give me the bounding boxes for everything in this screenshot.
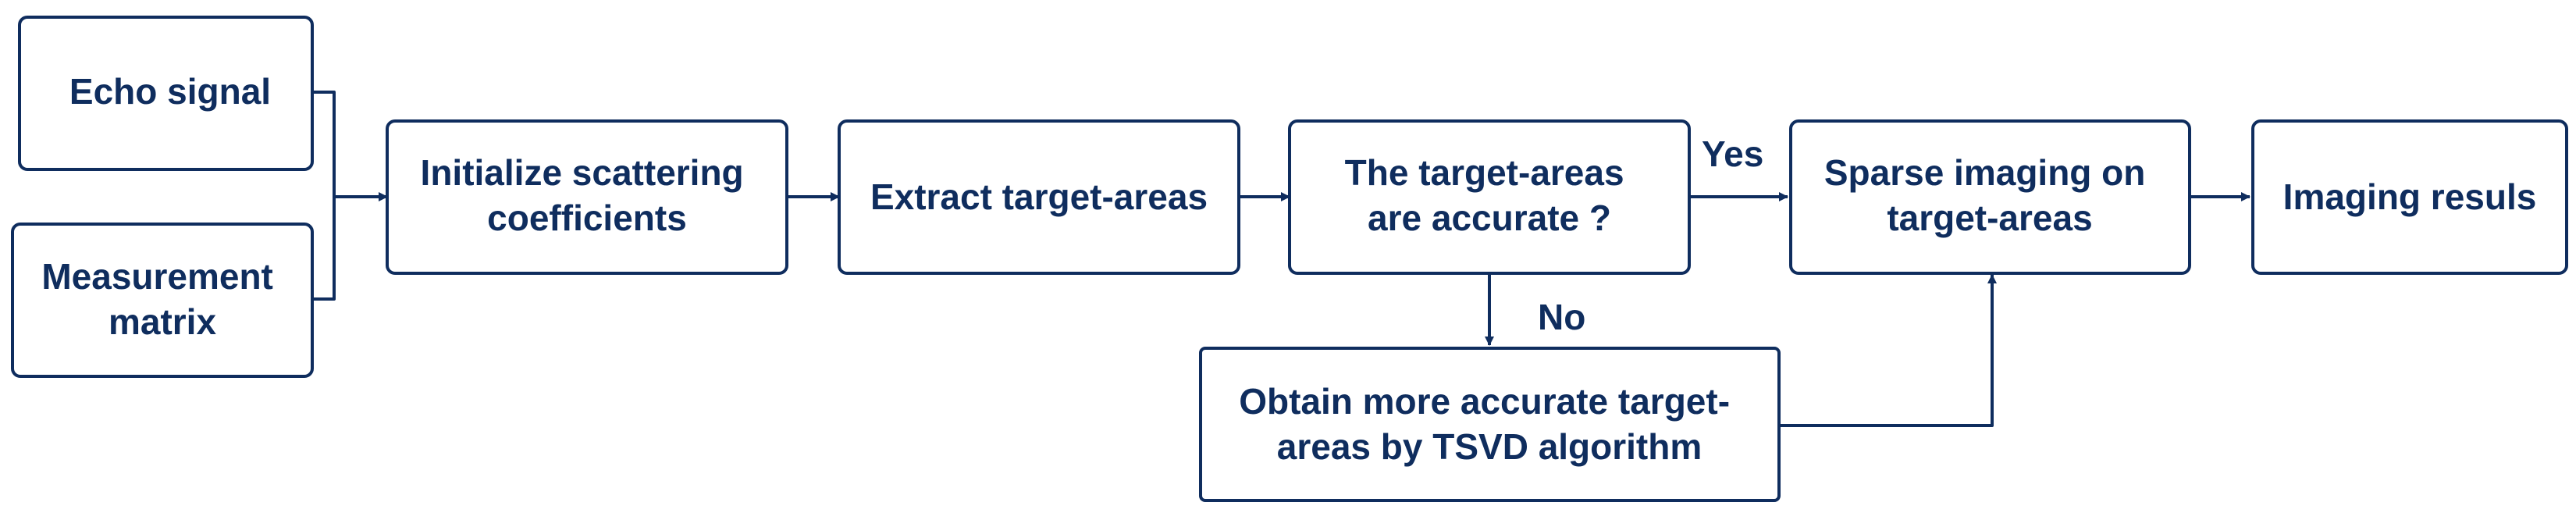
edge-tsvd-to-sparse	[1779, 274, 1997, 427]
svg-text:Obtain more accurate target-: Obtain more accurate target- areas by TS…	[1239, 381, 1740, 467]
node-tsvd-line-2: areas by TSVD algorithm	[1277, 426, 1703, 467]
svg-text:Imaging resuls: Imaging resuls	[2283, 176, 2537, 217]
node-tsvd-line-1: Obtain more accurate target-	[1239, 381, 1730, 422]
node-measurement-matrix-line-2: matrix	[109, 301, 216, 342]
svg-text:Extract target-areas: Extract target-areas	[870, 176, 1208, 217]
node-initialize-line-1: Initialize scattering	[421, 152, 744, 193]
node-extract-target-areas-line-1: Extract target-areas	[870, 176, 1208, 217]
node-initialize: Initialize scattering coefficients	[386, 119, 788, 275]
svg-text:Measurement matrix: Measurement matrix	[41, 256, 283, 342]
node-extract-target-areas: Extract target-areas	[838, 119, 1240, 275]
node-measurement-matrix-line-1: Measurement	[41, 256, 273, 297]
svg-text:Sparse imaging on target: Sparse imaging on target-areas	[1824, 152, 2155, 238]
edge-echo-to-bracket	[312, 91, 336, 301]
node-echo-signal-line-1: Echo signal	[69, 71, 271, 112]
node-decision-line-1: The target-areas	[1345, 152, 1624, 193]
node-measurement-matrix: Measurement matrix	[11, 223, 314, 378]
node-sparse-imaging: Sparse imaging on target-areas	[1789, 119, 2191, 275]
node-imaging-result-line-1: Imaging resuls	[2283, 176, 2537, 217]
node-sparse-imaging-line-1: Sparse imaging on	[1824, 152, 2146, 193]
node-echo-signal: Echo signal	[18, 16, 314, 171]
svg-text:Echo signal: Echo signal	[69, 71, 271, 112]
connectors	[312, 91, 2250, 427]
node-initialize-line-2: coefficients	[487, 198, 687, 238]
node-decision-accurate: The target-areas are accurate ?	[1288, 119, 1691, 275]
node-sparse-imaging-line-2: target-areas	[1887, 198, 2092, 238]
svg-text:The target-areas are acc: The target-areas are accurate ?	[1345, 152, 1635, 238]
edge-label-no: No	[1538, 297, 1585, 337]
svg-text:Initialize scattering co: Initialize scattering coefficients	[421, 152, 754, 238]
edge-label-yes: Yes	[1702, 134, 1763, 174]
node-decision-line-2: are accurate ?	[1368, 198, 1611, 238]
node-tsvd: Obtain more accurate target- areas by TS…	[1199, 347, 1781, 502]
node-imaging-result: Imaging resuls	[2251, 119, 2568, 275]
